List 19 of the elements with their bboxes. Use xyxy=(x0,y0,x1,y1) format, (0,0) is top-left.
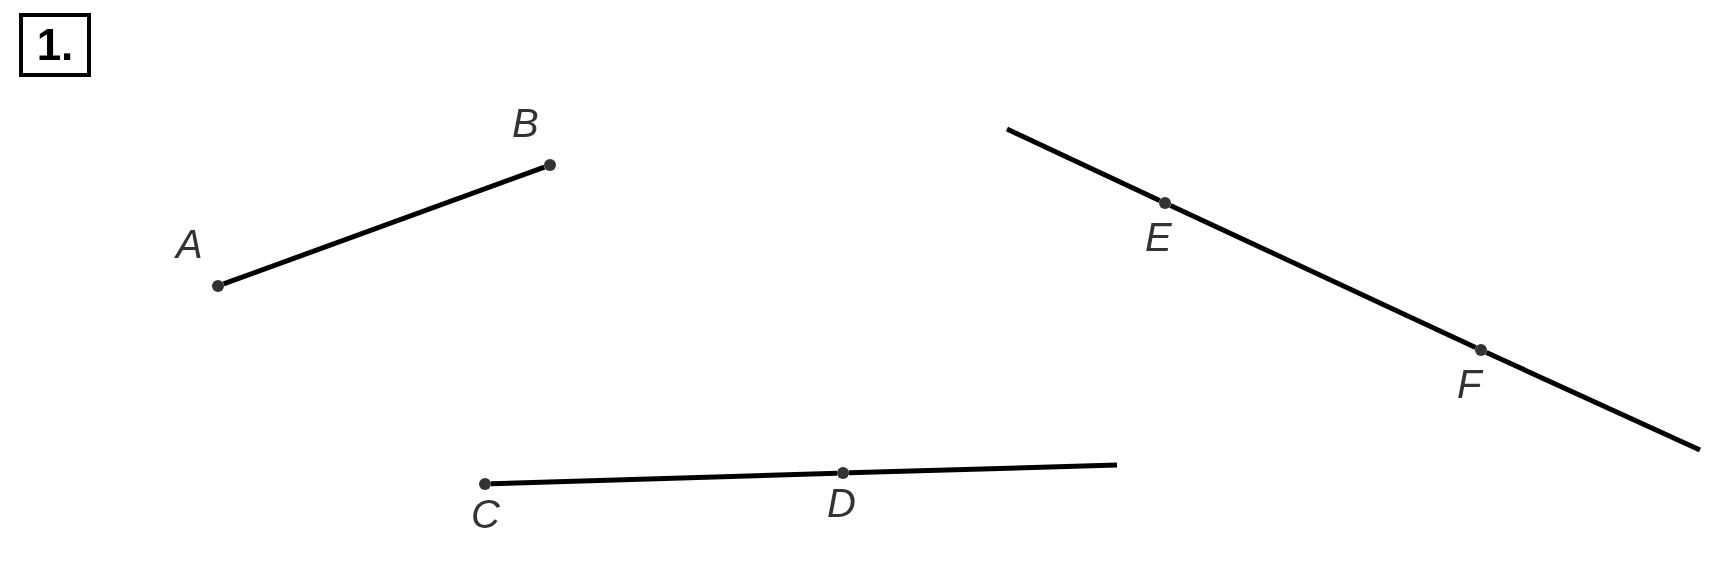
line-segment xyxy=(848,462,1118,476)
line-segment xyxy=(1485,350,1702,453)
point-label: A xyxy=(176,224,203,264)
exercise-number: 1. xyxy=(19,13,91,77)
point-label: D xyxy=(827,483,856,523)
line-segment xyxy=(1169,203,1477,350)
point-label: F xyxy=(1457,364,1482,404)
point-dot xyxy=(479,478,491,490)
line-segment xyxy=(222,164,546,287)
point-dot xyxy=(1475,344,1487,356)
point-dot xyxy=(1159,197,1171,209)
line-segment xyxy=(490,470,838,487)
point-label: B xyxy=(512,103,539,143)
point-label: C xyxy=(471,494,500,534)
point-dot xyxy=(212,280,224,292)
line-segment xyxy=(1005,126,1161,203)
point-dot xyxy=(544,159,556,171)
point-label: E xyxy=(1145,217,1172,257)
point-dot xyxy=(837,467,849,479)
